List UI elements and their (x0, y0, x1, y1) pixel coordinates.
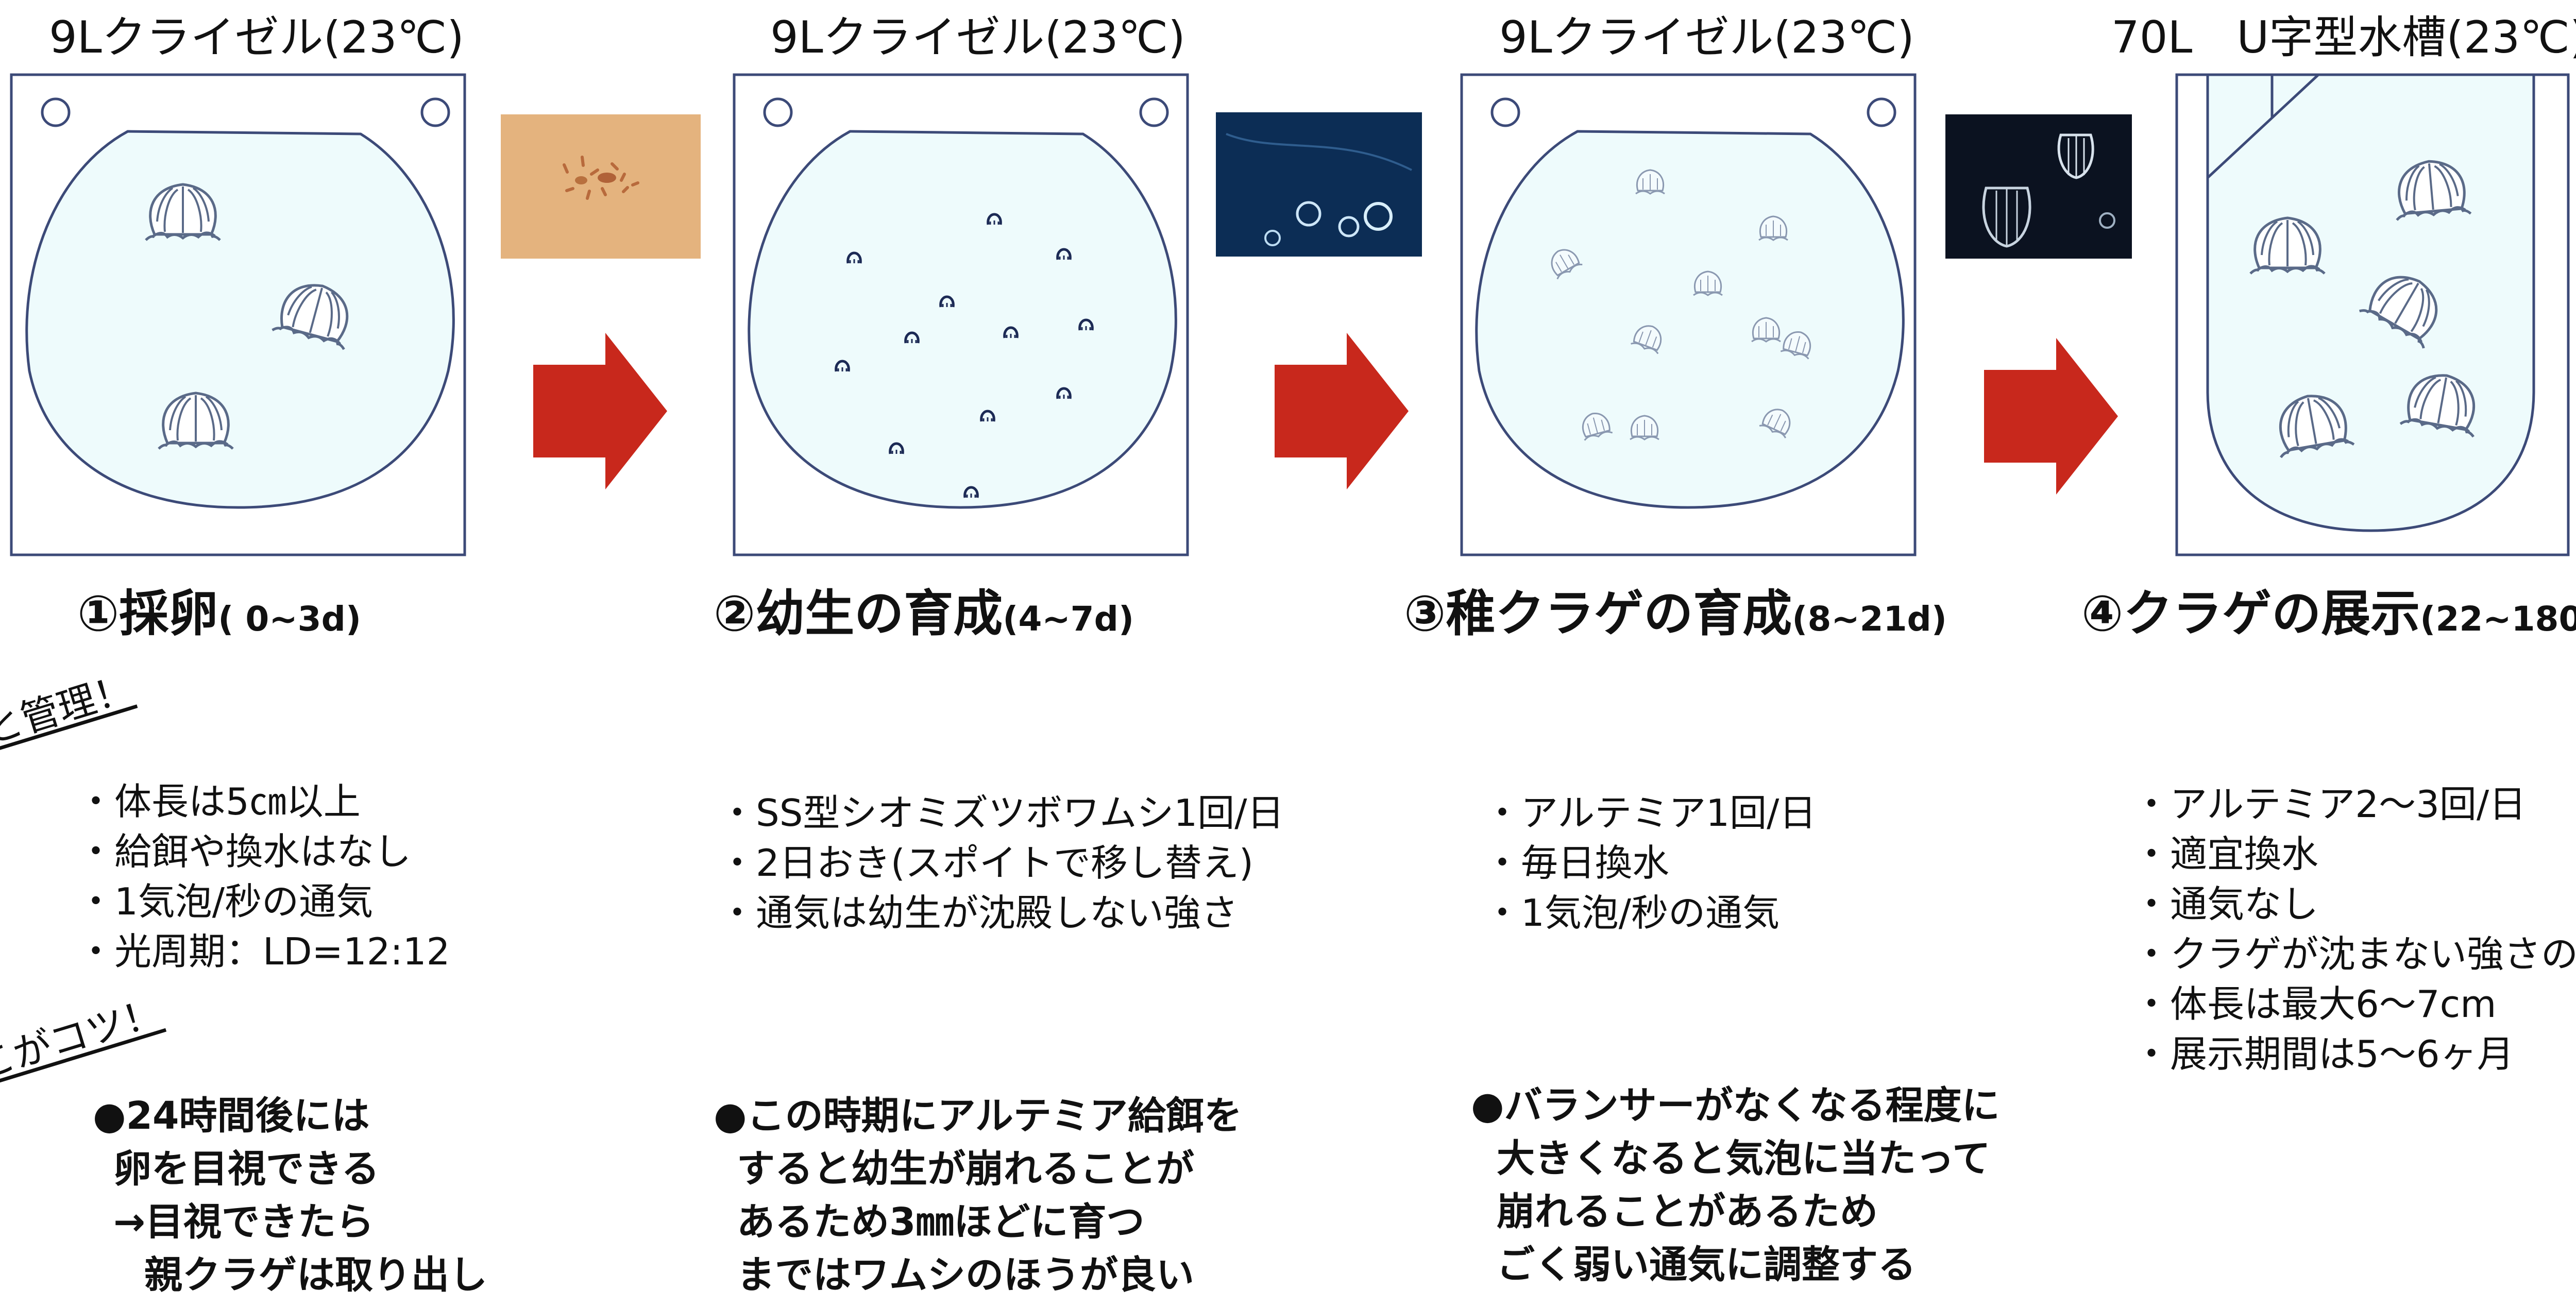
tip-line: すると幼生が崩れることが (737, 1147, 1194, 1191)
tank-3 (1460, 73, 1917, 556)
stage-1-notes: ・体長は5㎝以上 ・給餌や換水はなし ・1気泡/秒の通気 ・光周期：LD=12:… (77, 777, 450, 977)
tip-line: あるため3㎜ほどに育つ (737, 1200, 1145, 1244)
note-item: ・2日おき(スポイトで移し替え) (719, 841, 1253, 885)
tank-2 (733, 73, 1189, 556)
tip-line: 卵を目視できる (113, 1147, 380, 1191)
tip-line: 大きくなると気泡に当たって (1497, 1136, 1991, 1181)
stage-4-name: ④クラゲの展示 (2081, 585, 2420, 642)
note-item: ・体長は5㎝以上 (77, 780, 361, 823)
note-item: ・通気は幼生が沈殿しない強さ (719, 891, 1239, 935)
note-item: ・通気なし (2133, 882, 2319, 926)
note-item: ・アルテミア2～3回/日 (2133, 783, 2527, 826)
note-item: ・1気泡/秒の通気 (77, 880, 374, 923)
tank-label-2: 9Lクライゼル(23℃) (770, 12, 1185, 63)
stage-title-2: ②幼生の育成(4~7d) (714, 589, 1134, 638)
tip-line: ●24時間後には (93, 1094, 370, 1138)
juvenile-photo (1945, 114, 2132, 259)
note-item: ・光周期：LD=12:12 (77, 930, 450, 973)
tip-line: ●この時期にアルテミア給餌を (714, 1094, 1242, 1138)
tip-line: まではワムシのほうが良い (737, 1253, 1194, 1297)
note-item: ・給餌や換水はなし (77, 830, 412, 873)
tip-line: 親クラゲは取り出し (144, 1253, 487, 1297)
stage-1-days: ( 0~3d) (218, 599, 361, 639)
stage-1-name: ①採卵 (77, 585, 218, 642)
note-item: ・1気泡/秒の通気 (1484, 891, 1780, 935)
stage-title-4: ④クラゲの展示(22~180d) (2081, 589, 2576, 638)
note-item: ・毎日換水 (1484, 841, 1670, 885)
tank-1 (10, 73, 466, 556)
stage-2-name: ②幼生の育成 (714, 585, 1003, 642)
stage-title-1: ①採卵( 0~3d) (77, 589, 361, 638)
stage-3-notes: ・アルテミア1回/日 ・毎日換水 ・1気泡/秒の通気 (1484, 788, 1816, 938)
stage-3-days: (8~21d) (1792, 599, 1947, 639)
stage-2-days: (4~7d) (1003, 599, 1134, 639)
tank-label-1: 9Lクライゼル(23℃) (49, 12, 464, 63)
egg-photo (501, 114, 701, 259)
note-item: ・適宜換水 (2133, 833, 2319, 876)
stage-3-name: ③稚クラゲの育成 (1404, 585, 1792, 642)
right-arrow-icon (1984, 338, 2118, 495)
tip-line: ●バランサーがなくなる程度に (1471, 1083, 2000, 1128)
tip-line: ごく弱い通気に調整する (1497, 1243, 1916, 1287)
stage-1-tips: ●24時間後には 卵を目視できる →目視できたら 親クラゲは取り出し (93, 1090, 487, 1302)
right-arrow-icon (1275, 333, 1409, 489)
stage-2-notes: ・SS型シオミズツボワムシ1回/日 ・2日おき(スポイトで移し替え) ・通気は幼… (719, 788, 1284, 938)
tank-label-3: 9Lクライゼル(23℃) (1499, 12, 1914, 63)
tip-line: 崩れることがあるため (1497, 1190, 1878, 1234)
note-item: ・SS型シオミズツボワムシ1回/日 (719, 791, 1284, 835)
note-item: ・アルテミア1回/日 (1484, 791, 1817, 835)
stage-2-tips: ●この時期にアルテミア給餌を すると幼生が崩れることが あるため3㎜ほどに育つ … (714, 1090, 1242, 1302)
note-item: ・体長は最大6～7cm (2133, 982, 2497, 1026)
larva-photo (1216, 112, 1422, 257)
note-item: ・展示期間は5～6ヶ月 (2133, 1032, 2514, 1076)
tank-label-4: 70L U字型水槽(23℃) (2111, 12, 2576, 63)
stage-4-notes: ・アルテミア2～3回/日 ・適宜換水 ・通気なし ・クラゲが沈まない強さの水流 … (2133, 779, 2576, 1079)
stage-4-days: (22~180d) (2420, 599, 2576, 639)
stage-title-3: ③稚クラゲの育成(8~21d) (1404, 589, 1947, 638)
tip-line: →目視できたら (113, 1200, 375, 1244)
tank-4 (2175, 73, 2570, 556)
note-item: ・クラゲが沈まない強さの水流 (2133, 932, 2576, 976)
right-arrow-icon (533, 333, 667, 489)
stage-3-tips: ●バランサーがなくなる程度に 大きくなると気泡に当たって 崩れることがあるため … (1471, 1079, 2000, 1292)
